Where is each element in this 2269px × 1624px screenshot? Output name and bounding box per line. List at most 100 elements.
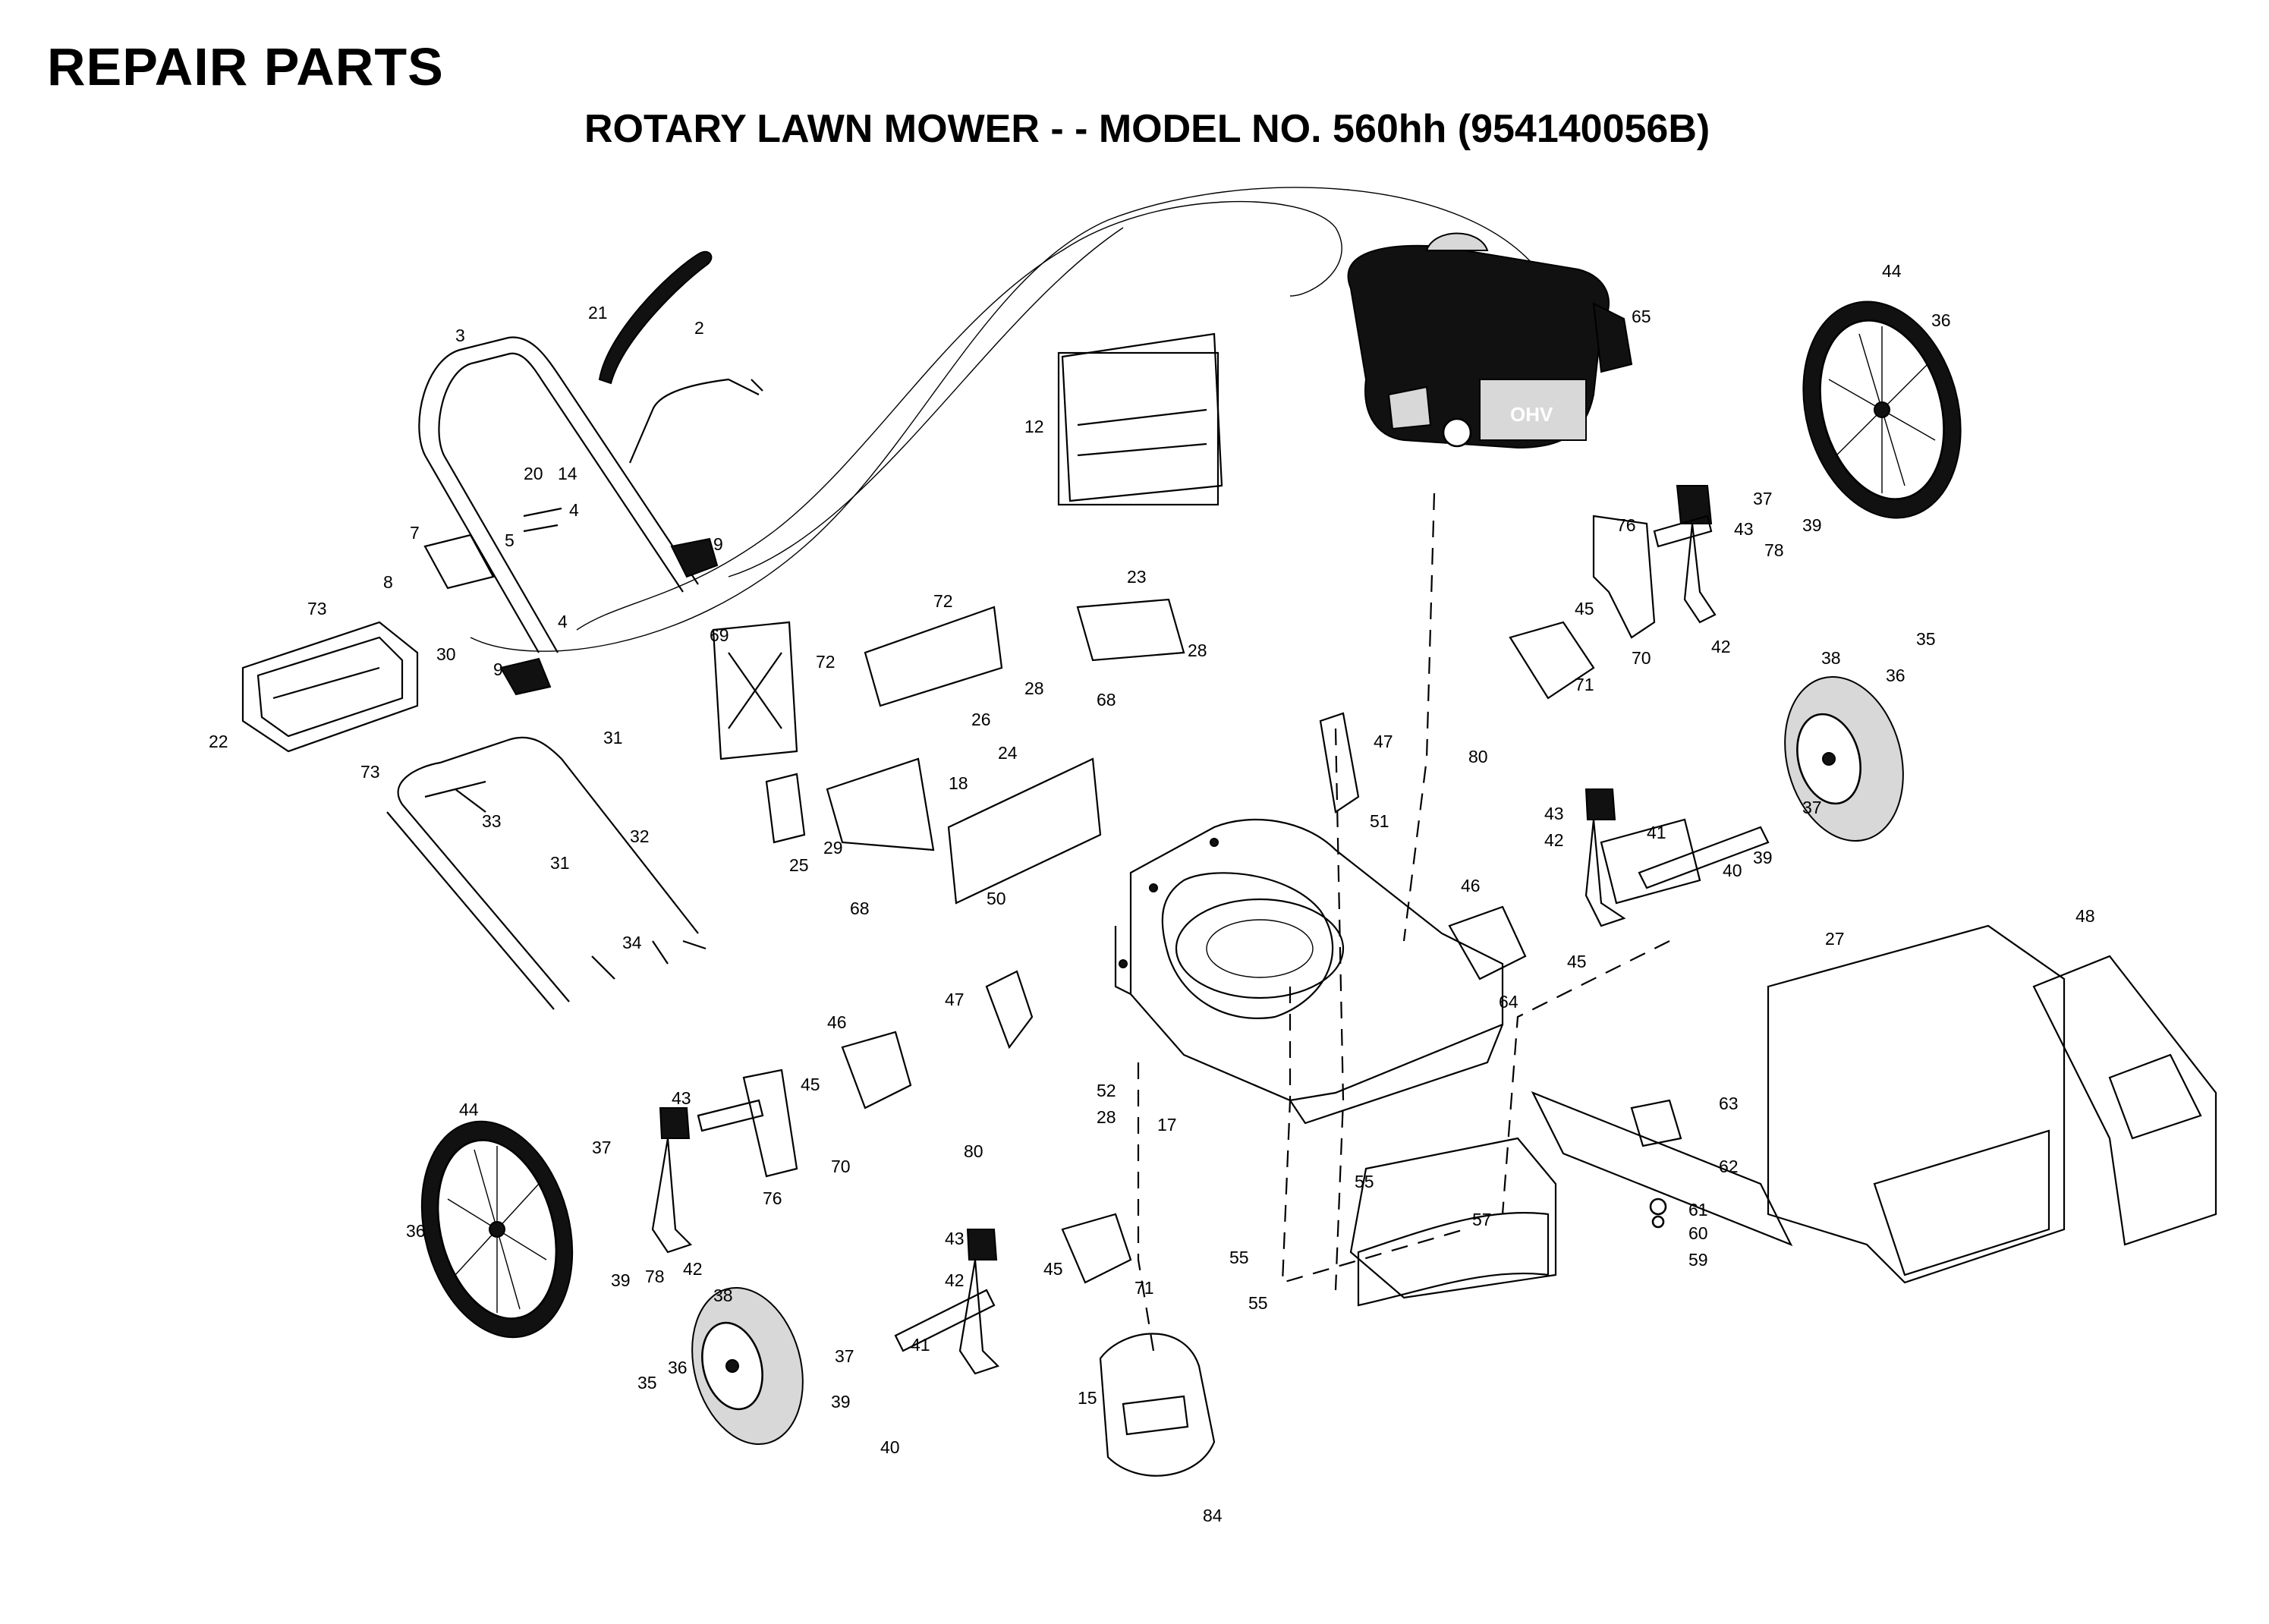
callout-36: 36: [1886, 666, 1906, 685]
callout-28: 28: [1188, 640, 1207, 660]
callout-55: 55: [1355, 1172, 1374, 1191]
callout-71: 71: [1134, 1278, 1154, 1298]
callout-36: 36: [1931, 310, 1951, 330]
callout-4: 4: [558, 612, 568, 631]
callout-70: 70: [831, 1157, 851, 1176]
callout-72: 72: [816, 652, 836, 672]
grass-bag: [1767, 924, 2066, 1284]
callout-3: 3: [455, 326, 465, 345]
callout-55: 55: [1248, 1293, 1268, 1313]
callout-40: 40: [880, 1437, 900, 1457]
callout-33: 33: [482, 811, 502, 831]
callout-59: 59: [1688, 1250, 1708, 1270]
callout-55: 55: [1229, 1248, 1249, 1267]
callout-76: 76: [1616, 515, 1636, 535]
callout-71: 71: [1575, 675, 1594, 694]
callout-52: 52: [1097, 1081, 1116, 1100]
callout-48: 48: [2075, 906, 2095, 926]
bag-frame: [2032, 955, 2217, 1246]
callout-70: 70: [1632, 648, 1651, 668]
callout-22: 22: [209, 732, 228, 751]
callout-78: 78: [645, 1267, 665, 1286]
front-wheel-left: [691, 1286, 804, 1446]
callout-9: 9: [713, 534, 723, 554]
callout-45: 45: [801, 1075, 820, 1094]
callout-12: 12: [1024, 417, 1044, 436]
callout-32: 32: [630, 826, 650, 846]
blade-and-adapter: [1531, 1091, 1793, 1247]
callout-76: 76: [763, 1188, 782, 1208]
callout-43: 43: [1544, 804, 1564, 823]
assembly-lines: [1137, 493, 1670, 1352]
callout-7: 7: [410, 523, 420, 543]
callout-47: 47: [1374, 732, 1393, 751]
front-wheel-right: [1784, 675, 1904, 842]
callout-35: 35: [1916, 629, 1936, 649]
callout-18: 18: [949, 773, 968, 793]
control-cables: [470, 187, 1541, 652]
callout-50: 50: [987, 889, 1006, 908]
callout-37: 37: [1802, 798, 1822, 817]
callout-37: 37: [592, 1138, 612, 1157]
callout-23: 23: [1127, 567, 1147, 587]
callout-47: 47: [945, 990, 965, 1009]
callout-61: 61: [1688, 1200, 1708, 1220]
callout-21: 21: [588, 303, 608, 323]
callout-39: 39: [1753, 848, 1773, 867]
callout-39: 39: [831, 1392, 851, 1412]
callout-41: 41: [911, 1335, 930, 1355]
callout-73: 73: [307, 599, 327, 618]
callout-45: 45: [1575, 599, 1594, 618]
callout-68: 68: [850, 899, 870, 918]
callout-14: 14: [558, 464, 577, 483]
callout-68: 68: [1097, 690, 1116, 710]
page-title: REPAIR PARTS: [47, 37, 444, 96]
callout-42: 42: [683, 1259, 703, 1279]
callout-46: 46: [827, 1012, 847, 1032]
callout-69: 69: [710, 625, 729, 645]
callout-34: 34: [622, 933, 642, 952]
rear-wheel-right: [1802, 301, 1962, 519]
callout-45: 45: [1043, 1259, 1063, 1279]
rear-skirt: [1357, 1211, 1550, 1307]
callout-2: 2: [694, 318, 704, 338]
callout-40: 40: [1723, 861, 1742, 880]
callout-80: 80: [1468, 747, 1488, 766]
callout-46: 46: [1461, 876, 1481, 895]
callout-8: 8: [383, 572, 393, 592]
mower-deck: [1114, 818, 1504, 1125]
callout-43: 43: [945, 1229, 965, 1248]
callout-80: 80: [964, 1141, 983, 1161]
side-discharge-chute: [1099, 1333, 1216, 1477]
callout-5: 5: [505, 530, 515, 550]
callout-65: 65: [1632, 307, 1651, 326]
callout-36: 36: [668, 1358, 688, 1377]
callout-39: 39: [1802, 515, 1822, 535]
callout-84: 84: [1203, 1506, 1223, 1525]
engine: OHV: [1347, 232, 1633, 449]
callout-38: 38: [1821, 648, 1841, 668]
upper-handle: [418, 250, 763, 696]
rear-guard: [1349, 1137, 1557, 1299]
callout-28: 28: [1097, 1107, 1116, 1127]
callout-31: 31: [550, 853, 570, 873]
callout-27: 27: [1825, 929, 1845, 949]
adjuster-plates: [841, 621, 1595, 1284]
callout-37: 37: [835, 1346, 854, 1366]
callout-44: 44: [1882, 261, 1902, 281]
callout-45: 45: [1567, 952, 1587, 971]
callout-43: 43: [1734, 519, 1754, 539]
callout-41: 41: [1647, 823, 1666, 842]
callout-43: 43: [672, 1088, 691, 1108]
callout-51: 51: [1370, 811, 1389, 831]
axles: [697, 515, 1770, 1352]
callout-31: 31: [603, 728, 623, 747]
callout-26: 26: [971, 710, 991, 729]
callout-28: 28: [1024, 678, 1044, 698]
lower-handle: [386, 736, 707, 1010]
mulch-door-and-panels: [712, 332, 1223, 905]
callout-39: 39: [611, 1270, 631, 1290]
callout-29: 29: [823, 838, 843, 858]
callout-20: 20: [524, 464, 543, 483]
